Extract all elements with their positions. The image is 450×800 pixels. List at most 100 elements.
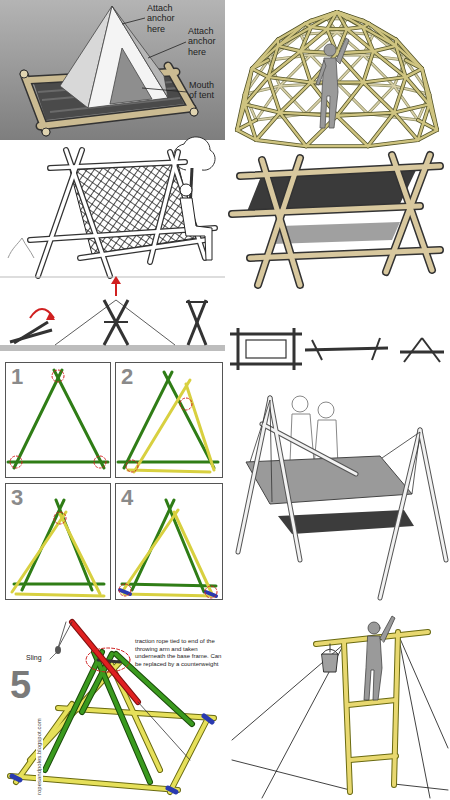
dome-pole <box>245 69 252 95</box>
raising-sequence <box>0 276 225 351</box>
step-panel: 3 <box>5 483 111 600</box>
dome-pole <box>347 27 363 29</box>
dome-pole <box>280 82 311 112</box>
dome-pole <box>252 46 278 69</box>
step-number: 2 <box>121 365 133 388</box>
dome-pole <box>268 51 300 77</box>
dome-pole <box>311 27 327 29</box>
dome-pole <box>256 113 280 140</box>
dome-pole <box>394 104 429 112</box>
dome-pole <box>396 46 406 77</box>
dome-pole <box>280 113 337 116</box>
dome-pole <box>363 82 394 112</box>
raised-bed <box>232 155 440 285</box>
dome-pole <box>363 51 373 82</box>
dome-pole <box>256 140 306 146</box>
dome-pole <box>418 120 437 130</box>
dome-pole <box>406 69 422 77</box>
dome-pole <box>311 12 337 21</box>
dome-pole <box>373 46 396 51</box>
dome-pole <box>301 51 311 82</box>
dome-pole <box>268 77 311 82</box>
step-panel: 1 <box>5 362 111 478</box>
dome-pole <box>278 24 305 46</box>
dome-pole <box>422 69 429 95</box>
dome-pole <box>337 12 363 21</box>
swing-frame <box>238 396 446 598</box>
dome-pole <box>256 140 306 146</box>
dome-pole <box>337 113 394 116</box>
dome-pole <box>394 104 429 112</box>
step-panel: 2 <box>115 362 223 478</box>
dome-pole <box>347 29 374 51</box>
dome-pole <box>280 113 337 116</box>
dome-pole <box>394 113 418 140</box>
dome-pole <box>347 27 363 29</box>
person-figure <box>316 38 349 128</box>
dome-pole <box>337 116 368 146</box>
dome-pole <box>268 77 280 113</box>
annotation: Mouth of tent <box>189 80 224 101</box>
dome-pole <box>278 46 301 51</box>
dome-pole <box>268 77 280 113</box>
dome-pole <box>278 46 301 51</box>
geodesic-dome <box>237 12 437 146</box>
dome-pole <box>306 144 368 148</box>
dome-pole <box>428 94 430 104</box>
dome-pole <box>368 113 394 147</box>
dome-pole <box>305 12 337 24</box>
lashing-steps <box>8 370 218 598</box>
dome-pole <box>368 113 394 147</box>
tower-crane <box>232 616 448 798</box>
dome-pole <box>337 82 363 115</box>
dome-pole <box>245 69 252 105</box>
dome-pole <box>394 77 406 113</box>
dome-pole <box>237 94 245 130</box>
dome-pole <box>245 104 280 112</box>
dome-pole <box>278 24 305 46</box>
dome-pole <box>406 69 422 77</box>
dome-pole <box>394 113 418 140</box>
dome-pole <box>280 113 306 147</box>
dome-pole <box>363 77 406 82</box>
dome-pole <box>252 69 268 77</box>
dome-pole <box>337 82 363 115</box>
step-panel: 4 <box>115 483 223 600</box>
part-name: Sling <box>26 654 42 662</box>
dome-pole <box>337 113 394 116</box>
dome-pole <box>311 12 337 27</box>
dome-pole <box>394 77 406 113</box>
dome-pole <box>363 82 394 112</box>
dome-pole <box>237 104 245 130</box>
step-number: 4 <box>121 486 133 509</box>
dome-pole <box>396 39 422 68</box>
dome-pole <box>268 77 311 82</box>
dome-pole <box>280 113 306 147</box>
annotation: Attach anchor here <box>188 26 225 57</box>
dome-pole <box>245 104 280 112</box>
dome-pole <box>252 69 268 77</box>
raft-illustration <box>0 0 225 140</box>
dome-pole <box>429 94 437 130</box>
callout-number: 5 <box>10 666 31 706</box>
step-number: 3 <box>11 486 23 509</box>
dome-pole <box>252 39 278 68</box>
dome-pole <box>368 140 418 146</box>
dome-pole <box>368 140 418 146</box>
dome-pole <box>306 145 368 147</box>
dome-pole <box>327 12 337 19</box>
annotation: Attach anchor here <box>147 3 184 34</box>
dome-pole <box>369 24 396 40</box>
dome-pole <box>363 77 406 82</box>
dome-pole <box>337 116 368 146</box>
dome-pole <box>256 113 280 140</box>
dome-pole <box>280 82 311 112</box>
net-bench <box>0 137 225 277</box>
dome-pole <box>363 51 373 82</box>
step-number: 1 <box>11 365 23 388</box>
dome-pole <box>278 24 305 40</box>
plan-views <box>230 328 444 370</box>
